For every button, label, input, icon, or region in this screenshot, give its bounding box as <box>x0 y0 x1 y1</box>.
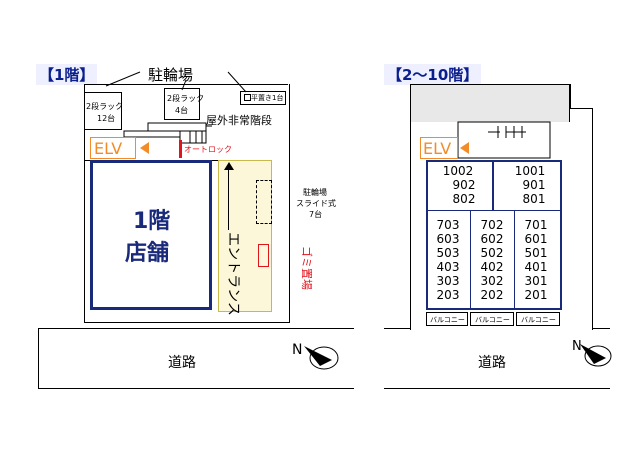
unit-201: 201 <box>524 288 548 302</box>
elevator-upper-label: ELV <box>423 139 452 158</box>
unit-502: 502 <box>480 246 504 260</box>
unit-802: 802 <box>452 192 476 206</box>
unit-602: 602 <box>480 232 504 246</box>
balcony-a-label: バルコニー <box>430 316 465 324</box>
road-line-bottom-left <box>38 388 354 389</box>
unit-202: 202 <box>480 288 504 302</box>
elevator-1f-label: ELV <box>94 139 123 158</box>
road-line-left-vert <box>38 328 39 388</box>
outdoor-stairs-label: 屋外非常階段 <box>206 114 272 127</box>
flat-rack-marker <box>244 94 251 101</box>
compass-north-icon-right: N <box>572 339 612 367</box>
unit-703: 703 <box>436 218 460 232</box>
unit-1001: 1001 <box>514 164 546 178</box>
balcony-a: バルコニー <box>426 312 468 326</box>
autolock-label: オートロック <box>184 145 232 154</box>
rack-2tier-12-line1: 2段ラック <box>86 102 124 111</box>
unit-501: 501 <box>524 246 548 260</box>
balcony-c: バルコニー <box>516 312 560 326</box>
unit-902: 902 <box>452 178 476 192</box>
slide-parking-box <box>256 180 272 224</box>
unit-301: 301 <box>524 274 548 288</box>
unit-203: 203 <box>436 288 460 302</box>
flat-rack: 平置き1台 <box>240 91 286 105</box>
building-right-edge-upper <box>592 108 593 330</box>
entrance-area <box>218 160 272 312</box>
road-line-top-right-b <box>592 328 610 329</box>
svg-text:N: N <box>292 342 302 358</box>
unit-1002: 1002 <box>442 164 474 178</box>
svg-text:N: N <box>572 339 582 354</box>
unit-401: 401 <box>524 260 548 274</box>
unit-divider-top <box>492 160 494 210</box>
unit-402: 402 <box>480 260 504 274</box>
right-top-edge <box>570 84 571 108</box>
road-line-top-left-right <box>288 328 354 329</box>
right-floor-heading: 【2～10階】 <box>384 64 482 85</box>
rack-2tier-4: 2段ラック 4台 <box>164 88 204 120</box>
store-label-line1: 1階 <box>133 209 171 234</box>
road-label-right: 道路 <box>478 355 506 371</box>
garbage-area <box>258 244 269 267</box>
slide-parking-line2: スライド式 <box>296 199 336 208</box>
store-area: 1階 店舗 <box>90 160 212 310</box>
building-outline-1f <box>84 84 290 323</box>
unit-divider-b <box>514 210 515 310</box>
road-line-bottom-right <box>384 388 610 389</box>
balcony-b: バルコニー <box>470 312 514 326</box>
unit-701: 701 <box>524 218 548 232</box>
balcony-b-label: バルコニー <box>475 316 510 324</box>
entrance-arrow-icon <box>228 168 229 230</box>
unit-601: 601 <box>524 232 548 246</box>
balcony-c-label: バルコニー <box>521 316 556 324</box>
flat-rack-label: 平置き1台 <box>251 94 284 102</box>
elevator-upper: ELV <box>420 137 458 159</box>
elevator-upper-arrow-icon <box>460 142 469 154</box>
right-side-step <box>570 108 592 109</box>
upper-gray-block <box>410 84 570 122</box>
units-area <box>426 160 562 310</box>
slide-parking-line1: 駐輪場 <box>303 188 327 197</box>
compass-north-icon-left: N <box>292 342 339 370</box>
bicycle-parking-label: 駐輪場 <box>148 66 194 84</box>
unit-divider-a <box>470 210 471 310</box>
unit-801: 801 <box>522 192 546 206</box>
building-outline-upper <box>410 84 411 330</box>
store-label-line2: 店舗 <box>125 241 170 266</box>
unit-divider-horizontal <box>426 210 562 211</box>
rack-2tier-12: 2段ラック 12台 <box>84 92 124 130</box>
rack-2tier-12-line2: 12台 <box>97 114 116 123</box>
unit-901: 901 <box>522 178 546 192</box>
elevator-1f-arrow-icon <box>140 142 149 154</box>
unit-302: 302 <box>480 274 504 288</box>
unit-503: 503 <box>436 246 460 260</box>
unit-303: 303 <box>436 274 460 288</box>
rack-2tier-4-line2: 4台 <box>175 106 189 115</box>
entrance-arrow-head <box>224 162 234 170</box>
unit-403: 403 <box>436 260 460 274</box>
autolock-door <box>179 140 182 158</box>
slide-parking-line3: 7台 <box>309 210 323 219</box>
unit-603: 603 <box>436 232 460 246</box>
rack-2tier-4-line1: 2段ラック <box>167 94 205 103</box>
building-top-edge-1f <box>84 84 288 85</box>
unit-702: 702 <box>480 218 504 232</box>
road-label-left: 道路 <box>168 355 196 371</box>
elevator-1f: ELV <box>90 137 136 159</box>
road-line-top-right-a <box>384 328 410 329</box>
left-floor-heading: 【1階】 <box>36 64 98 85</box>
road-line-top-left <box>38 328 288 329</box>
